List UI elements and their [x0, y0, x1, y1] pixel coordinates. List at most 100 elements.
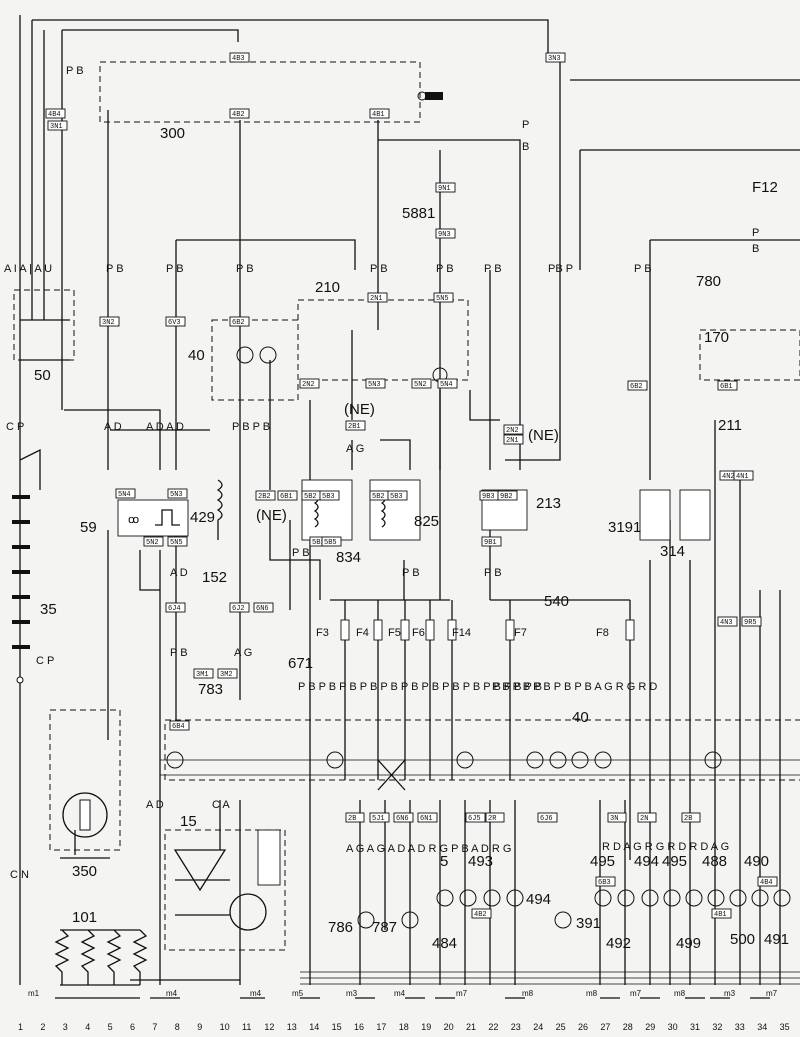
connector-6N1-box	[417, 812, 438, 823]
component-484: 484	[432, 935, 457, 952]
connector-4B2: 4B2	[232, 111, 245, 119]
ground-m7: m7	[630, 989, 642, 998]
connector-6J6: 6J6	[540, 815, 553, 823]
connector-3N-box	[607, 812, 627, 823]
wire-layer	[19, 15, 800, 986]
connector-6V3: 6V3	[168, 319, 181, 327]
wire-code-AD: A D	[104, 421, 122, 433]
connector-4B3-box	[229, 52, 250, 63]
wire-code-PB6: P B	[436, 263, 454, 275]
connector-5N2: 5N2	[414, 381, 427, 389]
connector-3M2-box	[217, 668, 238, 679]
column-number-25: 25	[556, 1022, 566, 1032]
component-494a: 494	[526, 891, 551, 908]
wire-code-CP2: C P	[36, 655, 54, 667]
component-3191: 3191	[608, 519, 641, 536]
connector-2B1-box	[345, 420, 366, 431]
unit-170-enclosure	[699, 329, 800, 381]
column-number-33: 33	[735, 1022, 745, 1032]
connector-2N1b-box	[503, 434, 524, 445]
ground-m4: m4	[166, 989, 178, 998]
column-number-7: 7	[152, 1022, 157, 1032]
component-NE2: (NE)	[256, 507, 287, 524]
component-101: 101	[72, 909, 97, 926]
column-number-32: 32	[712, 1022, 722, 1032]
connector-5N4: 5N4	[440, 381, 453, 389]
connector-5N3: 5N3	[368, 381, 381, 389]
connector-2N1: 2N1	[370, 295, 383, 303]
component-5: 5	[440, 853, 448, 870]
connector-5B3b-box	[387, 490, 408, 501]
ground-m4: m4	[394, 989, 406, 998]
connector-5N3b-box	[167, 488, 188, 499]
column-number-30: 30	[668, 1022, 678, 1032]
wire-code-PB11: P B	[402, 567, 420, 579]
connector-2R-box	[485, 812, 505, 823]
connector-5J1-box	[369, 812, 390, 823]
component-5881: 5881	[402, 205, 435, 222]
ground-m8: m8	[674, 989, 686, 998]
column-number-14: 14	[309, 1022, 319, 1032]
connector-9N1-box	[435, 182, 456, 193]
component-500: 500	[730, 931, 755, 948]
battery-symbol	[12, 495, 30, 684]
connector-6B2-box	[229, 316, 250, 327]
fuse-F8: F8	[596, 627, 609, 639]
connector-6V3-box	[165, 316, 186, 327]
fuse-F7: F7	[514, 627, 527, 639]
connector-6J2: 6J2	[232, 605, 245, 613]
lamps	[166, 346, 722, 769]
connector-4B1b: 4B1	[714, 911, 727, 919]
component-391: 391	[576, 915, 601, 932]
connector-4N2: 4N2	[722, 473, 735, 481]
ground-m3: m3	[346, 989, 358, 998]
connector-6N6-box	[253, 602, 274, 613]
connector-6N1: 6N1	[420, 815, 433, 823]
connector-3N3-box	[545, 52, 566, 63]
component-170: 170	[704, 329, 729, 346]
column-number-8: 8	[175, 1022, 180, 1032]
connector-5N5b-box	[167, 536, 188, 547]
connector-5N5b: 5N5	[170, 539, 183, 547]
component-213: 213	[536, 495, 561, 512]
connector-2B: 2B	[348, 815, 356, 823]
component-494b: 494	[634, 853, 659, 870]
fuse-F4: F4	[356, 627, 369, 639]
connector-3N: 3N	[610, 815, 618, 823]
component-540: 540	[544, 593, 569, 610]
connector-9B1-box	[481, 536, 502, 547]
component-495a: 495	[590, 853, 615, 870]
connector-6B1-box	[277, 490, 298, 501]
connector-2B2: 2B2	[258, 493, 271, 501]
connector-6N6b-box	[393, 812, 414, 823]
connector-5J1: 5J1	[372, 815, 385, 823]
connector-4B3: 4B3	[232, 55, 245, 63]
connector-9B2: 9B2	[500, 493, 513, 501]
component-40b: 40	[572, 709, 589, 726]
connector-6B1: 6B1	[280, 493, 293, 501]
component-492: 492	[606, 935, 631, 952]
connector-6J6-box	[537, 812, 558, 823]
wire-code-B2: B	[752, 243, 759, 255]
column-number-16: 16	[354, 1022, 364, 1032]
wire-code-AG: A G	[346, 443, 364, 455]
connector-6J4-box	[165, 602, 186, 613]
wire-code-PB13: P B	[484, 567, 502, 579]
connector-6J4: 6J4	[168, 605, 181, 613]
component-834: 834	[336, 549, 361, 566]
connector-9N1: 9N1	[438, 185, 451, 193]
connector-4B4b: 4B4	[760, 879, 773, 887]
connector-4B2b: 4B2	[474, 911, 487, 919]
column-number-27: 27	[600, 1022, 610, 1032]
column-number-6: 6	[130, 1022, 135, 1032]
connector-5N2-box	[411, 378, 432, 389]
panel-40-enclosure	[211, 319, 299, 401]
connector-2B-box	[345, 812, 365, 823]
connector-4B1-box	[369, 108, 390, 119]
connector-9B1: 9B1	[484, 539, 497, 547]
wire-code-PB4: P B	[236, 263, 254, 275]
connector-3N2: 3N2	[102, 319, 115, 327]
connector-6B4: 6B4	[172, 723, 185, 731]
component-152: 152	[202, 569, 227, 586]
